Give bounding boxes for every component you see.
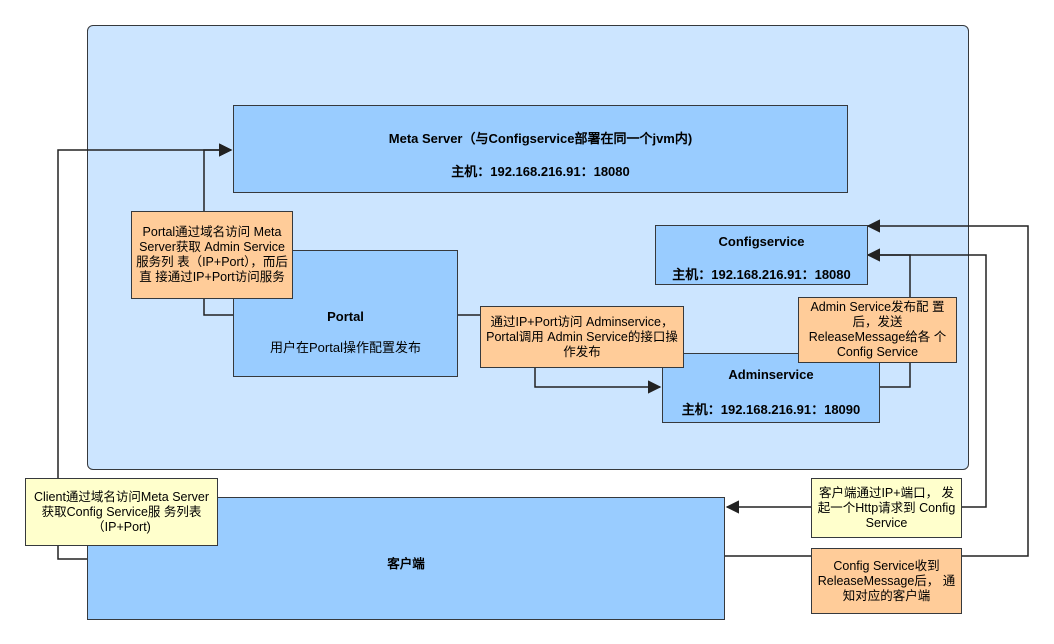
configservice-title: Configservice (718, 234, 805, 249)
note-admin-config: Admin Service发布配 置后，发送 ReleaseMessage给各 … (798, 297, 957, 363)
note-client-config: 客户端通过IP+端口， 发起一个Http请求到 Config Service (811, 478, 962, 538)
note-client-meta-text: Client通过域名访问Meta Server获取Config Service服… (33, 489, 210, 534)
adminservice-node[interactable]: Adminservice 主机：192.168.216.91：18090 (662, 353, 880, 423)
adminservice-host: 主机：192.168.216.91：18090 (681, 402, 861, 417)
meta-server-title: Meta Server（与Configservice部署在同一个jvm内) (388, 131, 693, 146)
edge-client-to-meta (57, 143, 233, 560)
portal-title: Portal (327, 309, 364, 324)
note-portal-meta: Portal通过域名访问 Meta Server获取 Admin Service… (131, 211, 293, 299)
adminservice-title: Adminservice (728, 367, 814, 382)
note-client-config-text: 客户端通过IP+端口， 发起一个Http请求到 Config Service (817, 485, 956, 530)
note-client-meta: Client通过域名访问Meta Server获取Config Service服… (25, 478, 218, 546)
client-title: 客户端 (387, 557, 425, 571)
note-portal-meta-text: Portal通过域名访问 Meta Server获取 Admin Service… (136, 225, 288, 284)
meta-server-node[interactable]: Meta Server（与Configservice部署在同一个jvm内) 主机… (233, 105, 848, 193)
note-admin-config-text: Admin Service发布配 置后，发送 ReleaseMessage给各 … (808, 300, 947, 359)
portal-node[interactable]: Portal 用户在Portal操作配置发布 (233, 250, 458, 377)
note-portal-admin-text: 通过IP+Port访问 Adminservice，Portal调用 Admin … (486, 314, 678, 359)
configservice-node[interactable]: Configservice 主机：192.168.216.91：18080 (655, 225, 868, 285)
configservice-host: 主机：192.168.216.91：18080 (672, 267, 851, 282)
note-config-client-text: Config Service收到 ReleaseMessage后， 通知对应的客… (817, 558, 956, 603)
note-config-client: Config Service收到 ReleaseMessage后， 通知对应的客… (811, 548, 962, 614)
meta-server-host: 主机：192.168.216.91：18080 (451, 164, 630, 179)
portal-description: 用户在Portal操作配置发布 (270, 340, 421, 355)
note-portal-admin: 通过IP+Port访问 Adminservice，Portal调用 Admin … (480, 306, 684, 368)
